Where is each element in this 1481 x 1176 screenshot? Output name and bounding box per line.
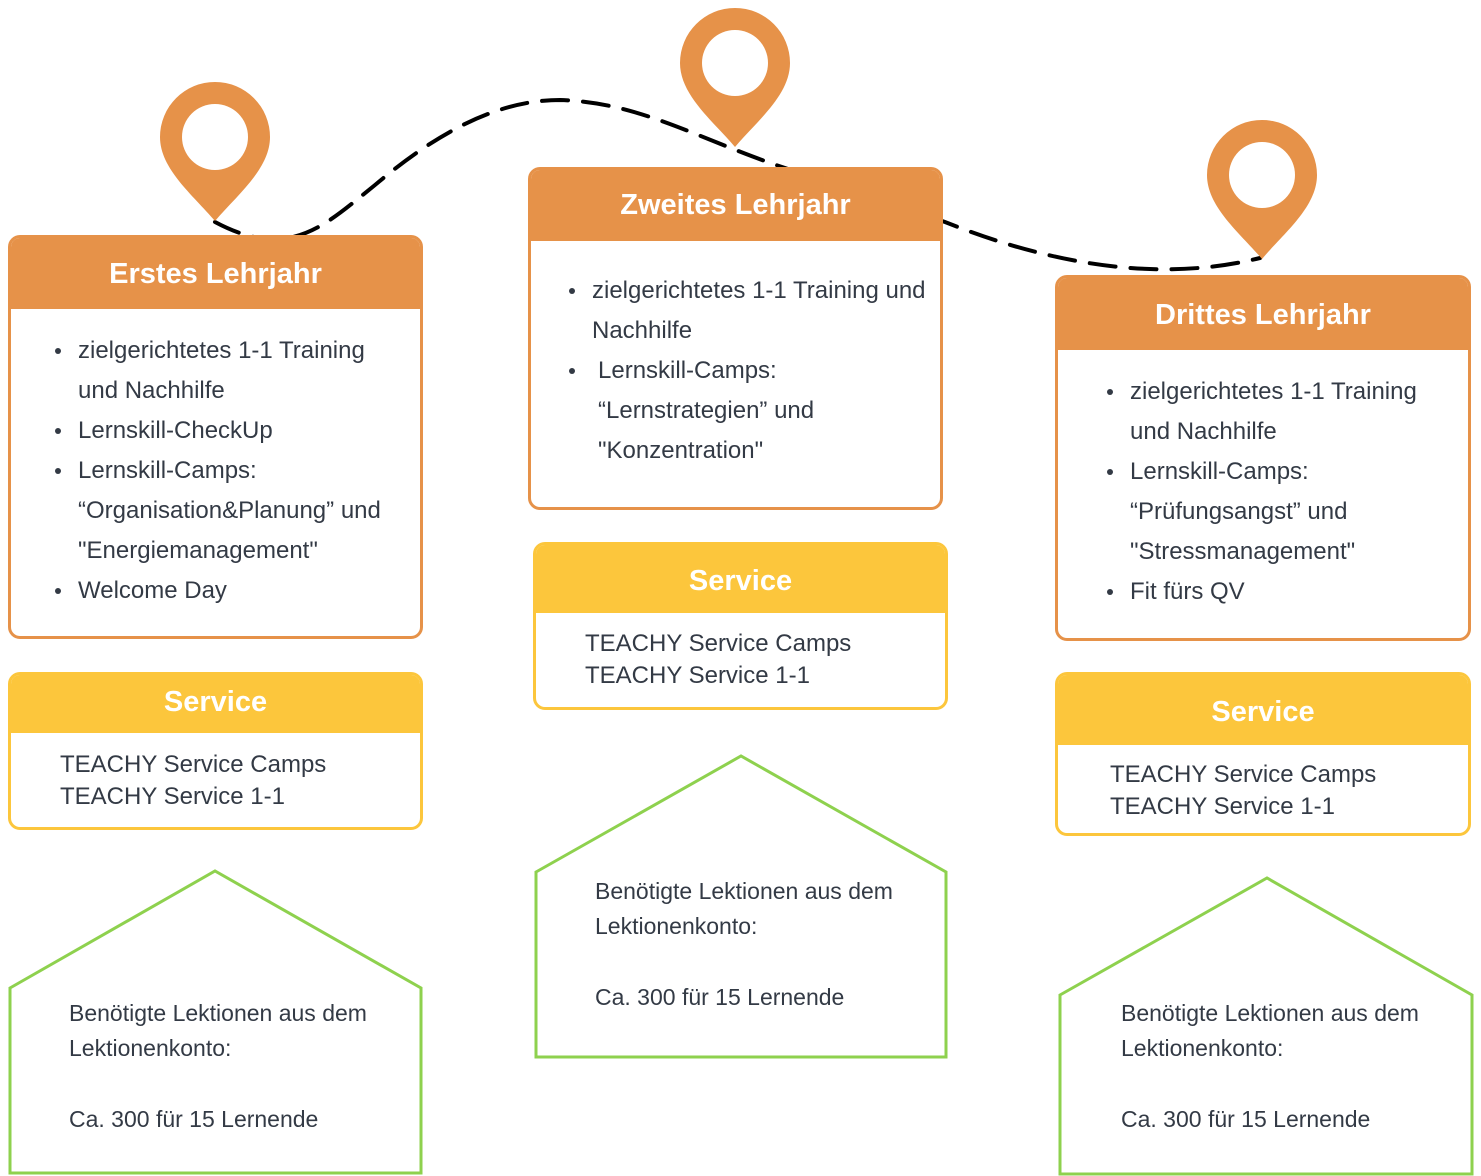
lessons-info-3: Benötigte Lektionen aus dem Lektionenkon… [1121, 996, 1441, 1137]
house-outline-3 [1058, 876, 1474, 1176]
dashed-journey-path [213, 97, 1262, 272]
service-title: Service [536, 545, 945, 613]
list-item: Lernskill-CheckUp [51, 411, 400, 451]
year-card-3: Drittes Lehrjahr zielgerichtetes 1-1 Tra… [1055, 275, 1471, 641]
lessons-value: Ca. 300 für 15 Lernende [1121, 1106, 1371, 1132]
lessons-info-1: Benötigte Lektionen aus dem Lektionenkon… [69, 996, 389, 1137]
service-line: TEACHY Service Camps [60, 751, 327, 778]
service-title: Service [11, 675, 420, 733]
service-card-3: Service TEACHY Service Camps TEACHY Serv… [1055, 672, 1471, 836]
service-line: TEACHY Service Camps [585, 630, 852, 657]
list-item: Lernskill-Camps: “Organisation&Planung” … [51, 451, 400, 571]
lessons-label: Benötigte Lektionen aus dem Lektionenkon… [1121, 1000, 1419, 1061]
year-title: Drittes Lehrjahr [1058, 278, 1468, 350]
year-card-1: Erstes Lehrjahr zielgerichtetes 1-1 Trai… [8, 235, 423, 639]
service-line: TEACHY Service 1-1 [585, 662, 810, 689]
list-item: Lernskill-Camps: “Lernstrategien” und "K… [565, 351, 928, 471]
lessons-value: Ca. 300 für 15 Lernende [69, 1106, 319, 1132]
year-title: Zweites Lehrjahr [531, 170, 940, 241]
service-title: Service [1058, 675, 1468, 745]
location-pin-icon [680, 7, 790, 147]
service-line: TEACHY Service Camps [1110, 761, 1377, 788]
year-title: Erstes Lehrjahr [11, 238, 420, 309]
list-item: zielgerichtetes 1-1 Training und Nachhil… [51, 331, 400, 411]
house-outline-1 [8, 869, 423, 1175]
year-topics-list: zielgerichtetes 1-1 Training und Nachhil… [51, 331, 400, 611]
lessons-label: Benötigte Lektionen aus dem Lektionenkon… [69, 1000, 367, 1061]
list-item: zielgerichtetes 1-1 Training und Nachhil… [565, 271, 928, 351]
lessons-label: Benötigte Lektionen aus dem Lektionenkon… [595, 878, 893, 939]
location-pin-icon [1207, 119, 1317, 259]
list-item: Lernskill-Camps: “Prüfungsangst” und "St… [1103, 452, 1418, 572]
list-item: Fit fürs QV [1103, 572, 1418, 612]
house-outline-2 [534, 754, 948, 1059]
list-item: Welcome Day [51, 571, 400, 611]
year-topics-list: zielgerichtetes 1-1 Training und Nachhil… [1103, 372, 1418, 612]
year-card-2: Zweites Lehrjahr zielgerichtetes 1-1 Tra… [528, 167, 943, 510]
service-line: TEACHY Service 1-1 [60, 783, 285, 810]
location-pin-icon [160, 81, 270, 221]
service-card-1: Service TEACHY Service Camps TEACHY Serv… [8, 672, 423, 830]
list-item: zielgerichtetes 1-1 Training und Nachhil… [1103, 372, 1418, 452]
service-line: TEACHY Service 1-1 [1110, 793, 1335, 820]
year-topics-list: zielgerichtetes 1-1 Training und Nachhil… [565, 271, 928, 471]
service-card-2: Service TEACHY Service Camps TEACHY Serv… [533, 542, 948, 710]
lessons-value: Ca. 300 für 15 Lernende [595, 984, 845, 1010]
lessons-info-2: Benötigte Lektionen aus dem Lektionenkon… [595, 874, 915, 1015]
